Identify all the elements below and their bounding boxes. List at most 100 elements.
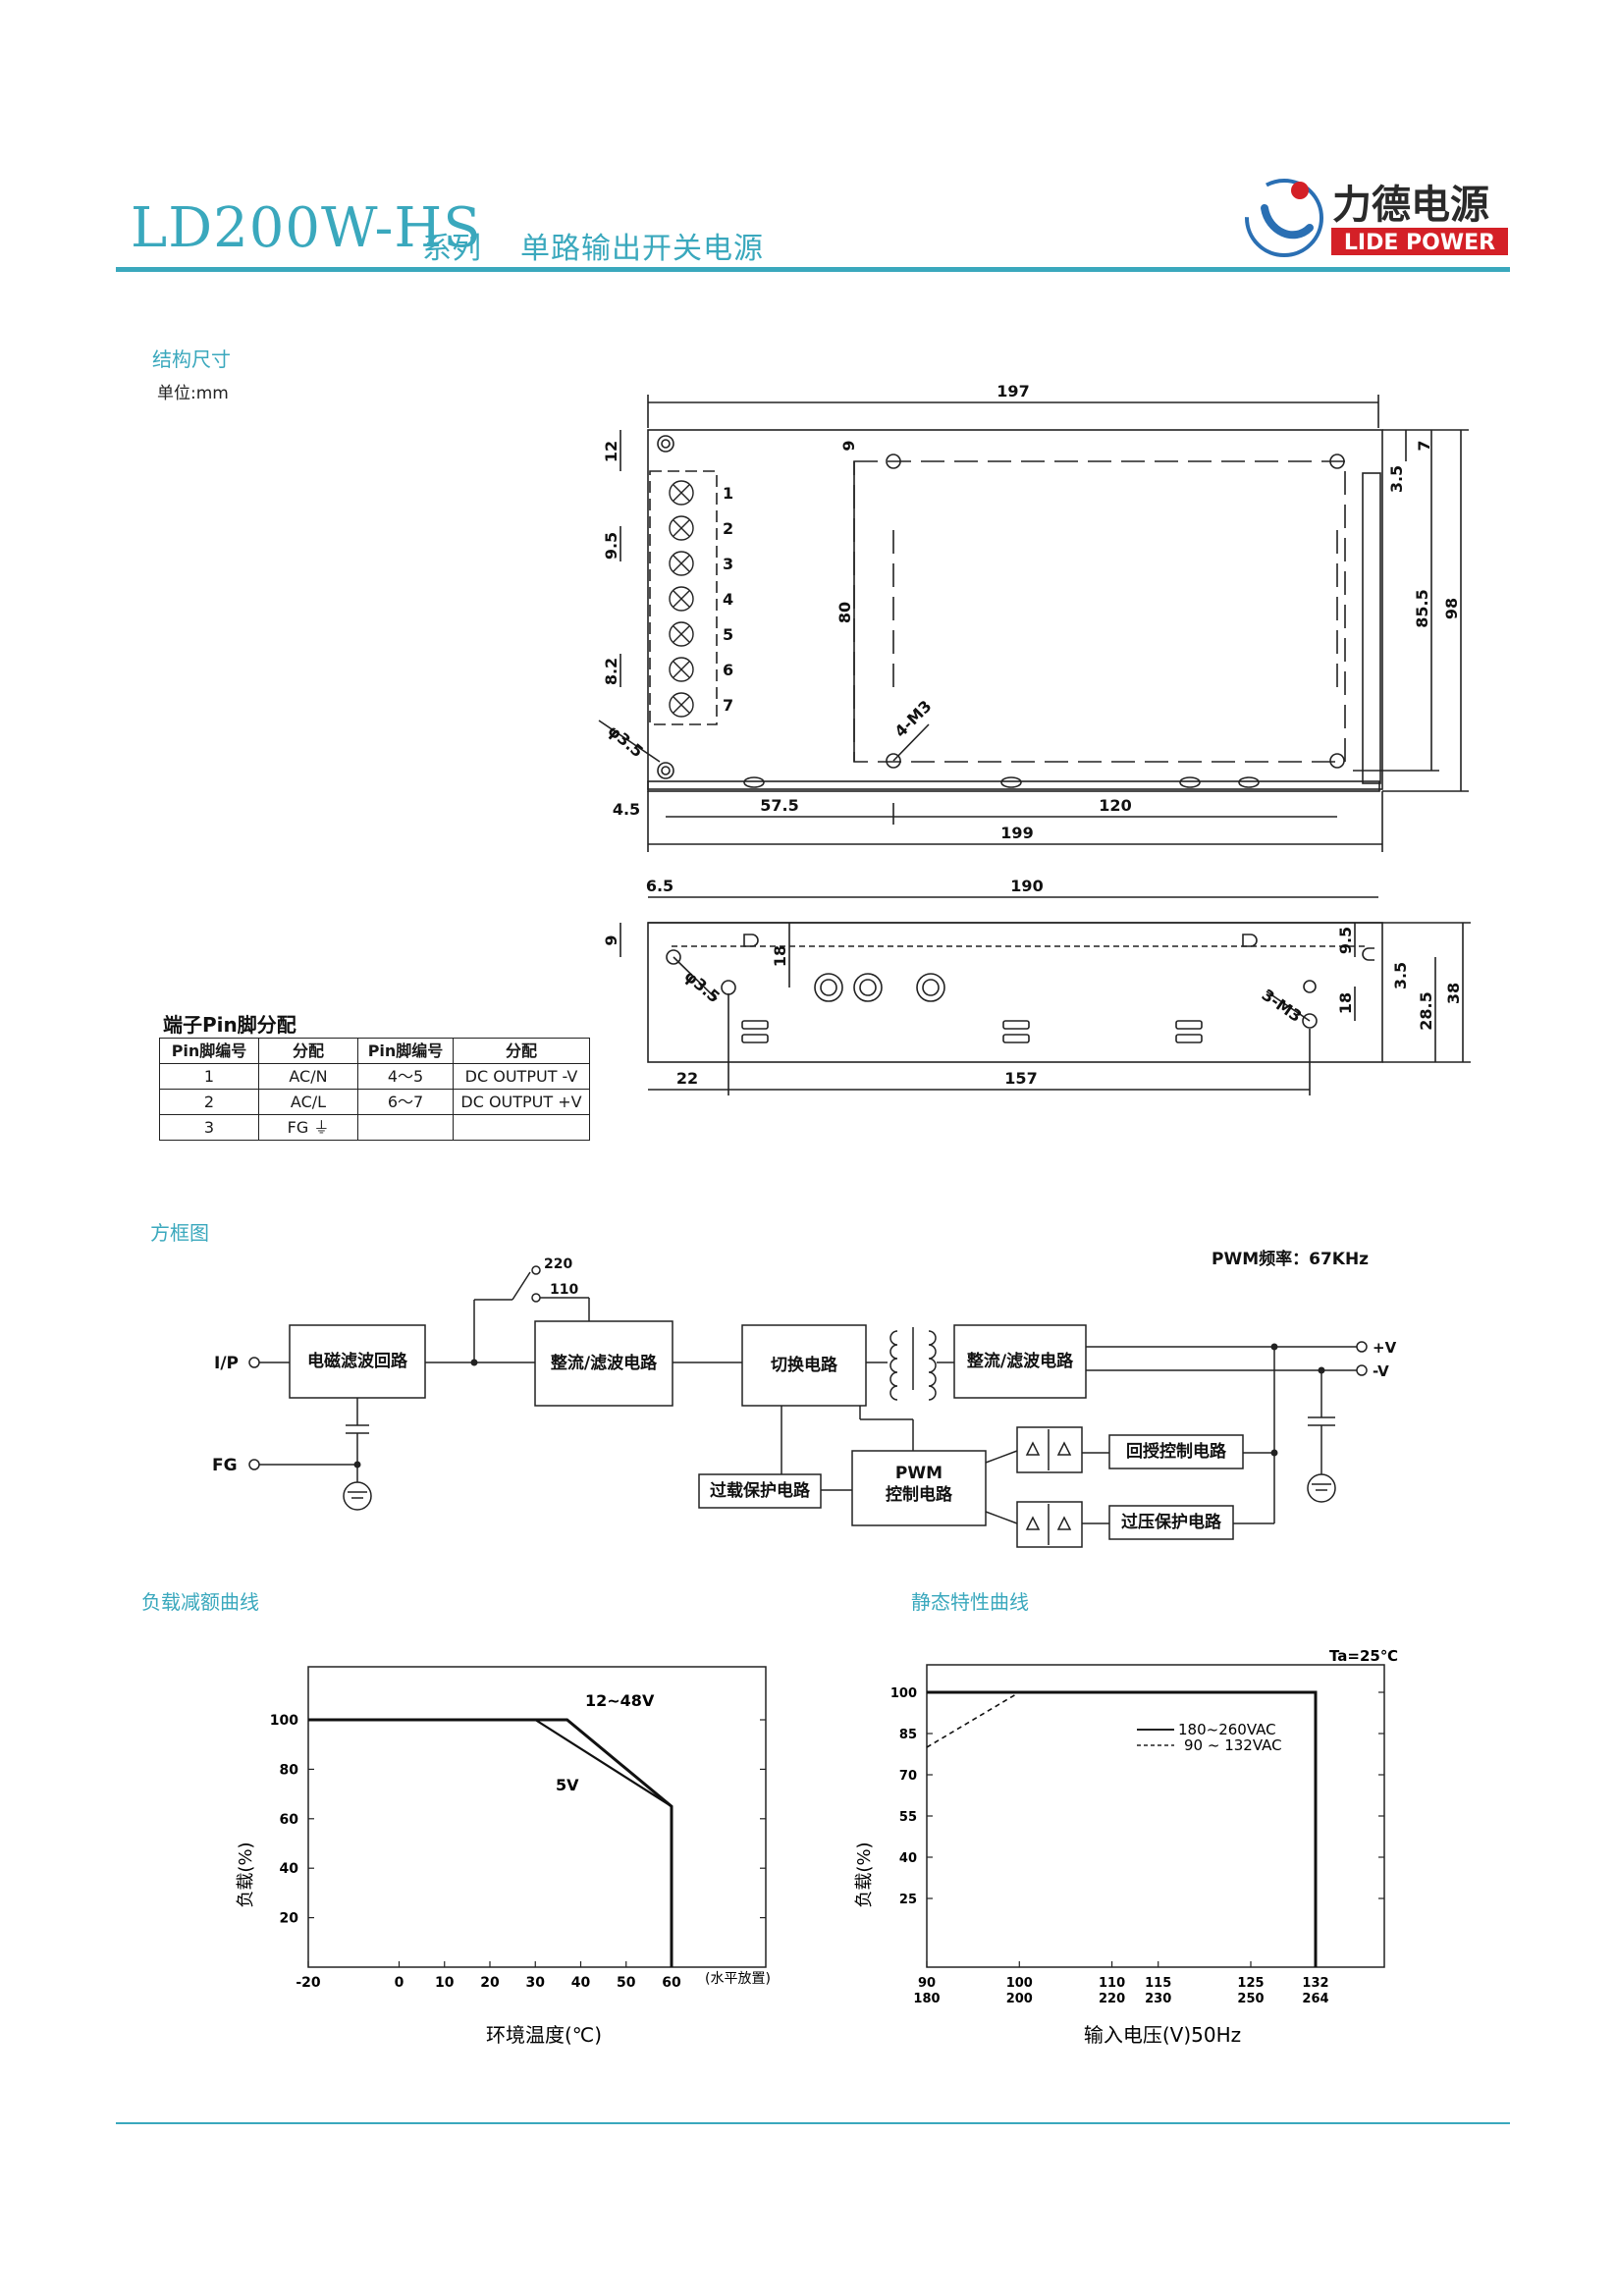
pin-table-row: 3 FG ⏚	[159, 1114, 590, 1141]
legend-item-2: 90 ~ 132VAC	[1184, 1736, 1282, 1754]
pin-cell: AC/L	[258, 1089, 358, 1115]
derating-xlabel: 环境温度(℃)	[486, 2023, 602, 2047]
switch-label: 切换电路	[771, 1355, 838, 1375]
junction	[1318, 1366, 1325, 1374]
derating-lines	[308, 1718, 673, 1967]
x-tick-label: 40	[571, 1975, 591, 1991]
dim-label: 98	[1442, 598, 1461, 619]
vplus-terminal	[1356, 1341, 1368, 1353]
side-view-labels: 6.5 190 22 157 9 18 9.5 18 3.5 28.5 38 φ…	[602, 877, 1463, 1088]
dim-label: 80	[835, 602, 854, 623]
pwm-label: PWM	[895, 1464, 943, 1483]
x-tick-label-top: 125	[1237, 1976, 1264, 1991]
switch-contact	[531, 1265, 541, 1275]
dim-label: 6.5	[646, 877, 673, 895]
pin-number: 7	[723, 696, 733, 715]
y-tick-label: 40	[280, 1861, 299, 1877]
mounting-hole	[657, 762, 674, 779]
side-vent	[1002, 1020, 1030, 1030]
dim-label: 197	[997, 382, 1029, 400]
legend-item-1: 180~260VAC	[1178, 1721, 1276, 1738]
y-tick-label: 55	[899, 1810, 917, 1825]
transformer-primary	[889, 1330, 898, 1401]
dim-label: 7	[1415, 440, 1433, 451]
rect1-box	[534, 1320, 673, 1407]
switch-box	[741, 1324, 867, 1407]
side-view-outline	[647, 922, 1383, 1063]
series-line	[308, 1718, 673, 1967]
static-ylabel: 负载(%)	[854, 1842, 875, 1907]
m3-hole	[886, 454, 901, 469]
side-hole	[721, 980, 736, 995]
emi-box	[289, 1324, 426, 1399]
y-tick-label: 40	[899, 1851, 917, 1866]
pin-cell: 6～7	[357, 1089, 454, 1115]
ip-terminal	[248, 1357, 260, 1368]
static-ticks: 9018010020011022011523012525013226410085…	[890, 1686, 1384, 2006]
x-tick-label: 50	[617, 1975, 636, 1991]
x-tick-label: 60	[662, 1975, 681, 1991]
pin-table-header: Pin脚编号 分配 Pin脚编号 分配	[159, 1038, 590, 1064]
vent-slot	[743, 776, 765, 788]
side-led	[820, 979, 837, 996]
pin-number: 1	[723, 484, 733, 503]
dimensions-title: 结构尺寸	[152, 347, 231, 371]
series-label: 系列	[422, 232, 481, 266]
dim-label: φ3.5	[604, 721, 647, 762]
emi-label: 电磁滤波回路	[307, 1351, 408, 1371]
y-tick-label: 25	[899, 1893, 917, 1907]
pin-cell: 3	[159, 1114, 259, 1141]
pin-table: Pin脚编号 分配 Pin脚编号 分配 1 AC/N 4～5 DC OUTPUT…	[159, 1038, 590, 1141]
block-diagram-wires	[248, 1265, 1368, 1548]
side-vent	[1175, 1020, 1203, 1030]
model-title: LD200W-HS	[131, 196, 482, 260]
dim-label: φ3.5	[680, 967, 724, 1007]
pin-cell: DC OUTPUT -V	[453, 1063, 590, 1090]
pin-number: 3	[723, 555, 733, 573]
dim-label: 57.5	[760, 796, 798, 815]
dim-label: 199	[1000, 824, 1033, 842]
top-view	[598, 395, 1469, 852]
side-notch	[1362, 947, 1374, 961]
top-view-flange	[647, 780, 1380, 792]
vent-slot	[1000, 776, 1022, 788]
pin-header-cell: 分配	[258, 1038, 358, 1064]
dim-label: 3.5	[1391, 962, 1410, 989]
m3-hole	[1329, 454, 1345, 469]
dim-label: 120	[1099, 796, 1131, 815]
ovp-box	[1108, 1505, 1234, 1540]
pin-table-title: 端子Pin脚分配	[163, 1013, 296, 1037]
dim-label: 4.5	[613, 800, 640, 819]
x-tick-label-top: 100	[1006, 1976, 1033, 1991]
overload-label: 过载保护电路	[710, 1480, 811, 1501]
dim-label: 18	[1336, 992, 1355, 1014]
dim-label: 18	[771, 945, 789, 967]
ground-icon	[343, 1481, 372, 1511]
x-tick-label: 30	[526, 1975, 546, 1991]
static-lines	[926, 1690, 1318, 1967]
vent-slot	[1179, 776, 1201, 788]
y-tick-label: 100	[890, 1686, 917, 1701]
junction-dots	[353, 1343, 1325, 1468]
logo-mark: 力德电源 LIDE POWER	[1245, 179, 1508, 257]
rect1-label: 整流/滤波电路	[551, 1353, 658, 1373]
y-tick-label: 100	[270, 1713, 298, 1729]
dim-label: 85.5	[1413, 589, 1431, 627]
mounting-hole	[657, 435, 674, 453]
x-tick-label-bottom: 230	[1145, 1992, 1171, 2006]
wire	[985, 1511, 1018, 1524]
series-label-12-48v: 12~48V	[585, 1691, 655, 1710]
static-xlabel: 输入电压(V)50Hz	[1084, 2023, 1241, 2047]
series-label-5v: 5V	[556, 1776, 579, 1794]
pin-cell	[357, 1114, 454, 1141]
side-led	[859, 979, 877, 996]
pwm-box	[851, 1450, 987, 1526]
switch-contact	[531, 1293, 541, 1303]
rect2-label: 整流/滤波电路	[967, 1351, 1074, 1371]
pin-cell: DC OUTPUT +V	[453, 1089, 590, 1115]
side-vent	[1002, 1034, 1030, 1043]
side-tab	[743, 934, 759, 947]
opto-diode-icon	[1025, 1516, 1072, 1530]
dim-label: 28.5	[1417, 991, 1435, 1030]
